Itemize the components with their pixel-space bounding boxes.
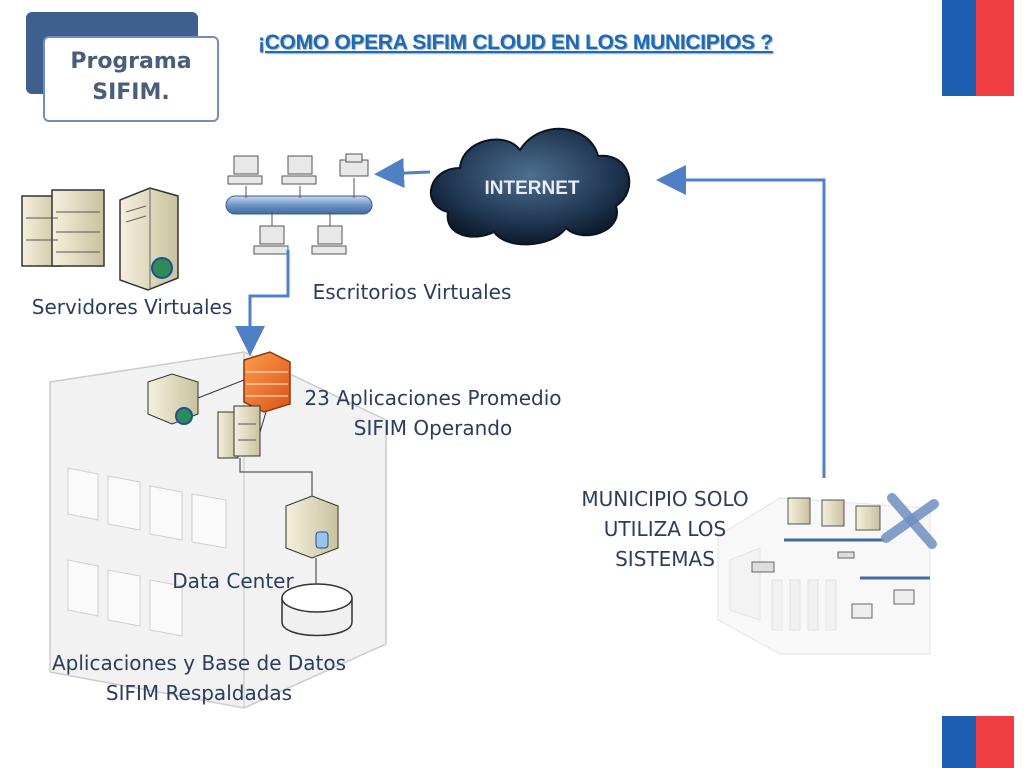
disconnected-x-icon: [881, 493, 939, 549]
program-badge: [43, 36, 219, 122]
respaldo-line1: Aplicaciones y Base de Datos: [51, 651, 347, 675]
internet-cloud-icon: [429, 127, 631, 246]
flag-stripe-red-top: [976, 0, 1014, 96]
municipality-building-icon: [717, 497, 931, 655]
data-center-links: [197, 379, 317, 584]
program-badge-text: Programa SIFIM.: [43, 46, 219, 108]
respaldo-line2: SIFIM Respaldadas: [105, 681, 293, 705]
municipio-label: MUNICIPIO SOLO UTILIZA LOS SISTEMAS: [566, 484, 764, 574]
arrow-desktops-to-datacenter: [235, 250, 290, 356]
server-rack-icon: [21, 189, 105, 267]
program-line1: Programa: [70, 49, 192, 74]
data-center-label: Data Center: [172, 569, 294, 593]
virtual-desktops-network-icon: [225, 153, 373, 255]
municipio-line2: UTILIZA LOS: [603, 517, 727, 541]
respaldo-label: Aplicaciones y Base de Datos SIFIM Respa…: [40, 648, 358, 708]
database-server-icon: [285, 495, 339, 559]
flag-stripe-red-bottom: [976, 716, 1014, 768]
program-line2: SIFIM.: [92, 80, 170, 105]
firewall-icon: [243, 351, 291, 413]
server-cluster-icon: [217, 405, 261, 459]
web-server-icon: [119, 187, 179, 291]
app-server-icon: [147, 373, 199, 425]
aplicaciones-line1: 23 Aplicaciones Promedio: [304, 386, 562, 410]
arrow-internet-to-desktops: [374, 158, 431, 189]
municipality-servers-icon: [751, 497, 930, 619]
storage-disk-icon: [281, 583, 353, 637]
municipio-line1: MUNICIPIO SOLO: [581, 487, 749, 511]
servidores-virtuales-label: Servidores Virtuales: [31, 295, 233, 319]
flag-stripe-blue-top: [942, 0, 976, 96]
aplicaciones-label: 23 Aplicaciones Promedio SIFIM Operando: [290, 383, 576, 443]
arrow-municipio-to-internet: [656, 165, 826, 478]
page-title: ¡COMO OPERA SIFIM CLOUD EN LOS MUNICIPIO…: [258, 31, 773, 54]
internet-label: INTERNET: [485, 178, 580, 199]
flag-stripe-blue-bottom: [942, 716, 976, 768]
municipio-line3: SISTEMAS: [615, 547, 715, 571]
escritorios-virtuales-label: Escritorios Virtuales: [312, 280, 512, 304]
flow-arrows: [235, 158, 826, 478]
aplicaciones-line2: SIFIM Operando: [353, 416, 513, 440]
